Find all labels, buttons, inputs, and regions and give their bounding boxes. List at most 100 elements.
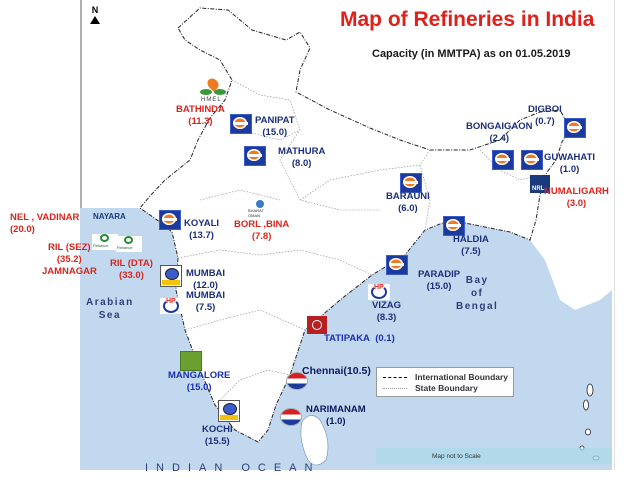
indian-ocean-label: INDIAN OCEAN bbox=[145, 462, 321, 474]
refinery-label-bina: BORL ,BINA (7.8) bbox=[234, 219, 289, 243]
page-title: Map of Refineries in India bbox=[340, 8, 595, 31]
refinery-name: BATHINDA bbox=[176, 104, 225, 115]
refinery-name: BARAUNI bbox=[386, 191, 430, 202]
refinery-label-mumbai-hp: MUMBAI (7.5) bbox=[186, 290, 225, 314]
legend-item-state: State Boundary bbox=[383, 383, 478, 393]
refinery-name: BORL ,BINA bbox=[234, 219, 290, 230]
indianoil-logo-icon bbox=[244, 146, 266, 166]
refinery-name: RIL (SEZ) bbox=[48, 242, 91, 253]
refinery-name: RIL (DTA) bbox=[110, 258, 153, 269]
refinery-capacity: (12.0) bbox=[193, 280, 218, 291]
hp-logo-text: HP bbox=[374, 284, 384, 291]
borl-logo-text: BHARAT OMAN bbox=[248, 208, 264, 218]
refinery-capacity: (15.0) bbox=[186, 382, 212, 393]
refinery-label-bathinda: BATHINDA (11.3) bbox=[176, 104, 225, 128]
refinery-label-mangalore: MANGALORE (15.0) bbox=[168, 370, 230, 394]
bpcl-logo-icon bbox=[160, 265, 182, 287]
sri-lanka bbox=[300, 415, 329, 466]
reliance-logo-text: Reliance bbox=[117, 245, 133, 250]
legend-label: State Boundary bbox=[415, 383, 478, 393]
refinery-label-numaligarh: NUMALIGARH (3.0) bbox=[544, 186, 609, 210]
refinery-capacity: (7.5) bbox=[195, 302, 216, 313]
legend-label: International Boundary bbox=[415, 372, 509, 382]
reliance-logo-icon: Reliance bbox=[116, 236, 142, 252]
refinery-name: NARIMANAM bbox=[306, 404, 366, 415]
indianoil-logo-icon bbox=[386, 255, 408, 275]
refinery-name: HALDIA bbox=[453, 234, 489, 245]
refinery-name: PARADIP bbox=[418, 269, 461, 280]
refinery-label-paradip: PARADIP (15.0) bbox=[418, 269, 460, 293]
legend-item-international: International Boundary bbox=[383, 372, 508, 382]
refinery-capacity: (0.1) bbox=[375, 333, 395, 344]
refinery-name: KOCHI bbox=[202, 424, 233, 435]
refinery-label-jamnagar: JAMNAGAR bbox=[42, 266, 97, 277]
refinery-label-guwahati: GUWAHATI (1.0) bbox=[544, 152, 595, 176]
hmel-logo-icon: HMEL bbox=[198, 76, 228, 106]
indianoil-logo-icon bbox=[521, 150, 543, 170]
refinery-label-vizag: VIZAG (8.3) bbox=[372, 300, 401, 324]
refinery-capacity: (7.5) bbox=[461, 246, 481, 257]
indianoil-logo-icon bbox=[230, 114, 252, 134]
refinery-capacity: (15.5) bbox=[204, 436, 230, 447]
refinery-capacity: (33.0) bbox=[119, 270, 144, 281]
refinery-capacity: (15.0) bbox=[262, 127, 288, 138]
cpcl-logo-icon bbox=[286, 372, 308, 390]
refinery-capacity: (8.0) bbox=[291, 158, 312, 169]
dotted-line-icon bbox=[383, 388, 407, 390]
map-legend: International Boundary State Boundary bbox=[376, 367, 514, 397]
hp-logo-icon: HP bbox=[160, 298, 182, 314]
refinery-capacity: (13.7) bbox=[189, 230, 214, 241]
refinery-label-mathura: MATHURA (8.0) bbox=[278, 146, 325, 170]
refinery-name: NUMALIGARH bbox=[544, 186, 609, 197]
bay-line1: Bay bbox=[465, 275, 489, 286]
bpcl-logo-icon bbox=[218, 400, 240, 422]
indianoil-logo-icon bbox=[492, 150, 514, 170]
north-arrow-icon bbox=[90, 16, 100, 24]
refinery-capacity: (6.0) bbox=[398, 203, 418, 214]
cpcl-logo-icon bbox=[280, 408, 302, 426]
mrpl-logo-icon bbox=[180, 351, 202, 371]
refinery-capacity: (2.4) bbox=[489, 133, 510, 144]
indianoil-logo-icon bbox=[159, 210, 181, 230]
refinery-label-mumbai-bpcl: MUMBAI (12.0) bbox=[186, 268, 225, 292]
hp-logo-text: HP bbox=[166, 298, 176, 305]
refinery-label-ril-sez: RIL (SEZ) (35.2) bbox=[48, 242, 91, 266]
ongc-logo-icon bbox=[307, 316, 327, 334]
refinery-label-ril-dta: RIL (DTA) (33.0) bbox=[110, 258, 153, 282]
refinery-capacity: (0.7) bbox=[535, 116, 555, 127]
refinery-label-chennai: Chennai(10.5) bbox=[302, 365, 371, 377]
north-label: N bbox=[91, 5, 99, 15]
refinery-capacity: (15.0) bbox=[426, 281, 452, 292]
north-arrow: N bbox=[90, 6, 100, 24]
refinery-label-vadinar: NEL , VADINAR (20.0) bbox=[10, 212, 79, 236]
refinery-name: Chennai bbox=[302, 365, 344, 377]
nayara-logo-icon: NAYARA bbox=[93, 212, 126, 221]
nrl-logo-icon: NRL bbox=[530, 175, 550, 193]
reliance-logo-text: Reliance bbox=[93, 243, 109, 248]
sea-area bbox=[80, 208, 612, 470]
refinery-capacity: (1.0) bbox=[559, 164, 580, 175]
refinery-label-digboi: DIGBOI (0.7) bbox=[528, 104, 562, 128]
refinery-capacity: (20.0) bbox=[10, 224, 35, 235]
refinery-capacity: (8.3) bbox=[376, 312, 397, 323]
refinery-label-haldia: HALDIA (7.5) bbox=[453, 234, 489, 258]
refinery-label-kochi: KOCHI (15.5) bbox=[202, 424, 233, 448]
refinery-label-koyali: KOYALI (13.7) bbox=[184, 218, 219, 242]
refinery-label-panipat: PANIPAT (15.0) bbox=[255, 115, 295, 139]
nrl-logo-text: NRL bbox=[532, 186, 545, 192]
refinery-label-barauni: BARAUNI (6.0) bbox=[386, 191, 430, 215]
refinery-name: KOYALI bbox=[184, 218, 220, 229]
refinery-capacity: (3.0) bbox=[566, 198, 587, 209]
arabian-sea-line2: Sea bbox=[98, 310, 122, 321]
refinery-capacity: (10.5) bbox=[343, 365, 371, 377]
refinery-name: MANGALORE bbox=[168, 370, 231, 381]
refinery-name: BONGAIGAON bbox=[466, 121, 533, 132]
reliance-logo-icon: Reliance bbox=[92, 234, 118, 250]
page-subtitle: Capacity (in MMTPA) as on 01.05.2019 bbox=[372, 48, 571, 60]
refinery-name: TATIPAKA bbox=[324, 333, 370, 344]
hmel-logo-text: HMEL bbox=[201, 97, 222, 103]
borl-logo-icon: BHARAT OMAN bbox=[248, 200, 274, 218]
arabian-sea-line1: Arabian bbox=[86, 297, 134, 308]
refinery-capacity: (11.3) bbox=[188, 116, 213, 127]
refinery-capacity: (7.8) bbox=[251, 231, 272, 242]
